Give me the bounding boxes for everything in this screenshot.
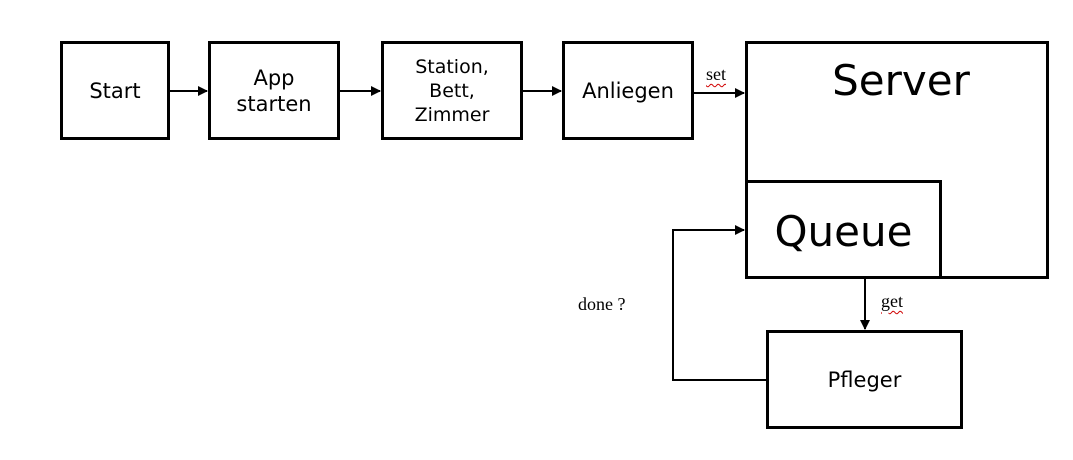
queue-node: Queue [745,180,942,279]
start-node: Start [60,41,170,140]
queue-node-label: Queue [774,207,913,256]
pfleger-node-label: Pfleger [827,367,902,392]
station-bett-zimmer-node-label: Station, Bett, Zimmer [414,55,490,126]
start-node-label: Start [89,78,141,103]
server-node: Server [745,41,1049,279]
edge-label-set: set [706,64,726,84]
station-bett-zimmer-node: Station, Bett, Zimmer [381,41,523,140]
server-node-label: Server [832,56,970,105]
anliegen-node: Anliegen [562,41,694,140]
edge-label-get: get [881,291,903,311]
app-starten-node-label: App starten [236,65,312,116]
app-starten-node: App starten [208,41,340,140]
anliegen-node-label: Anliegen [582,78,674,103]
edge-label-done: done ? [578,294,626,314]
pfleger-node: Pfleger [766,330,963,429]
arrow-pfleger-to-queue [672,225,766,381]
